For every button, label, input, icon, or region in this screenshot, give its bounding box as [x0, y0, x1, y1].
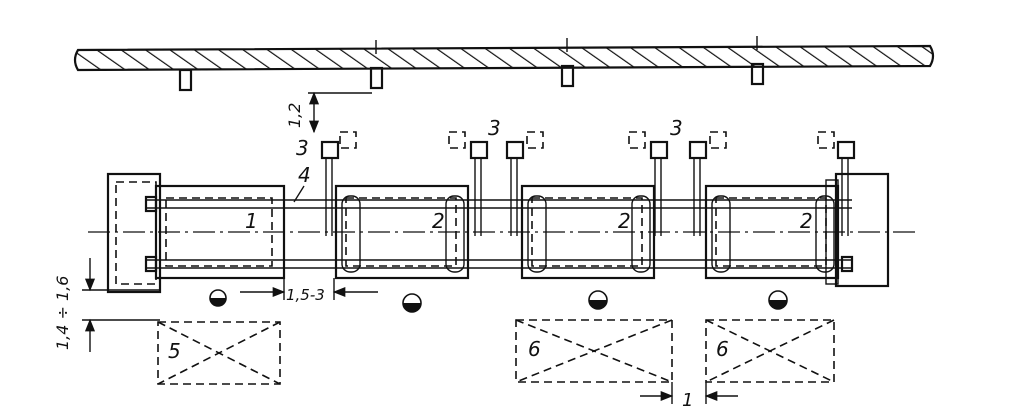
motor-pit: 5 [157, 321, 281, 385]
motor-pit-label: 5 [168, 339, 181, 363]
bottom-gap-dimension: 1,4 ÷ 1,6 [53, 258, 160, 352]
motor-assembly: 1 [106, 172, 286, 294]
spindle-label: 4 [298, 163, 311, 187]
bottom-gap-label: 1,4 ÷ 1,6 [53, 276, 72, 350]
ceiling-beam [73, 44, 935, 72]
aux-pit-label-2: 6 [716, 337, 729, 361]
ceiling-gap-dimension: 1,2 [285, 91, 372, 134]
aux-pit-1: 6 [515, 319, 673, 383]
spindle-support-label-3: 3 [670, 116, 683, 140]
stand-label: 2 [432, 209, 445, 233]
motor-gap-label: 1,5-3 [286, 286, 325, 304]
ceiling-hangers [178, 36, 765, 92]
aux-pit-label: 6 [528, 337, 541, 361]
ceiling-gap-label: 1,2 [285, 103, 304, 128]
stand-label-2: 2 [618, 209, 631, 233]
aux-pit-2: 6 [705, 319, 835, 383]
motor-label: 1 [245, 209, 258, 233]
spindle-support-label: 3 [296, 136, 309, 160]
spindle-label-group: 4 [293, 163, 311, 203]
pit-gap-label: 1 [682, 390, 693, 411]
level-markers [209, 289, 788, 313]
pit-gap-dimension: 1 [640, 382, 738, 411]
motor-gap-dimension: 1,5-3 [240, 278, 378, 304]
spindle-supports: 3 3 3 [296, 116, 856, 236]
end-housing [825, 172, 890, 288]
spindle-bars [144, 195, 854, 273]
stand-label-3: 2 [800, 209, 813, 233]
spindle-support-label-2: 3 [488, 116, 501, 140]
